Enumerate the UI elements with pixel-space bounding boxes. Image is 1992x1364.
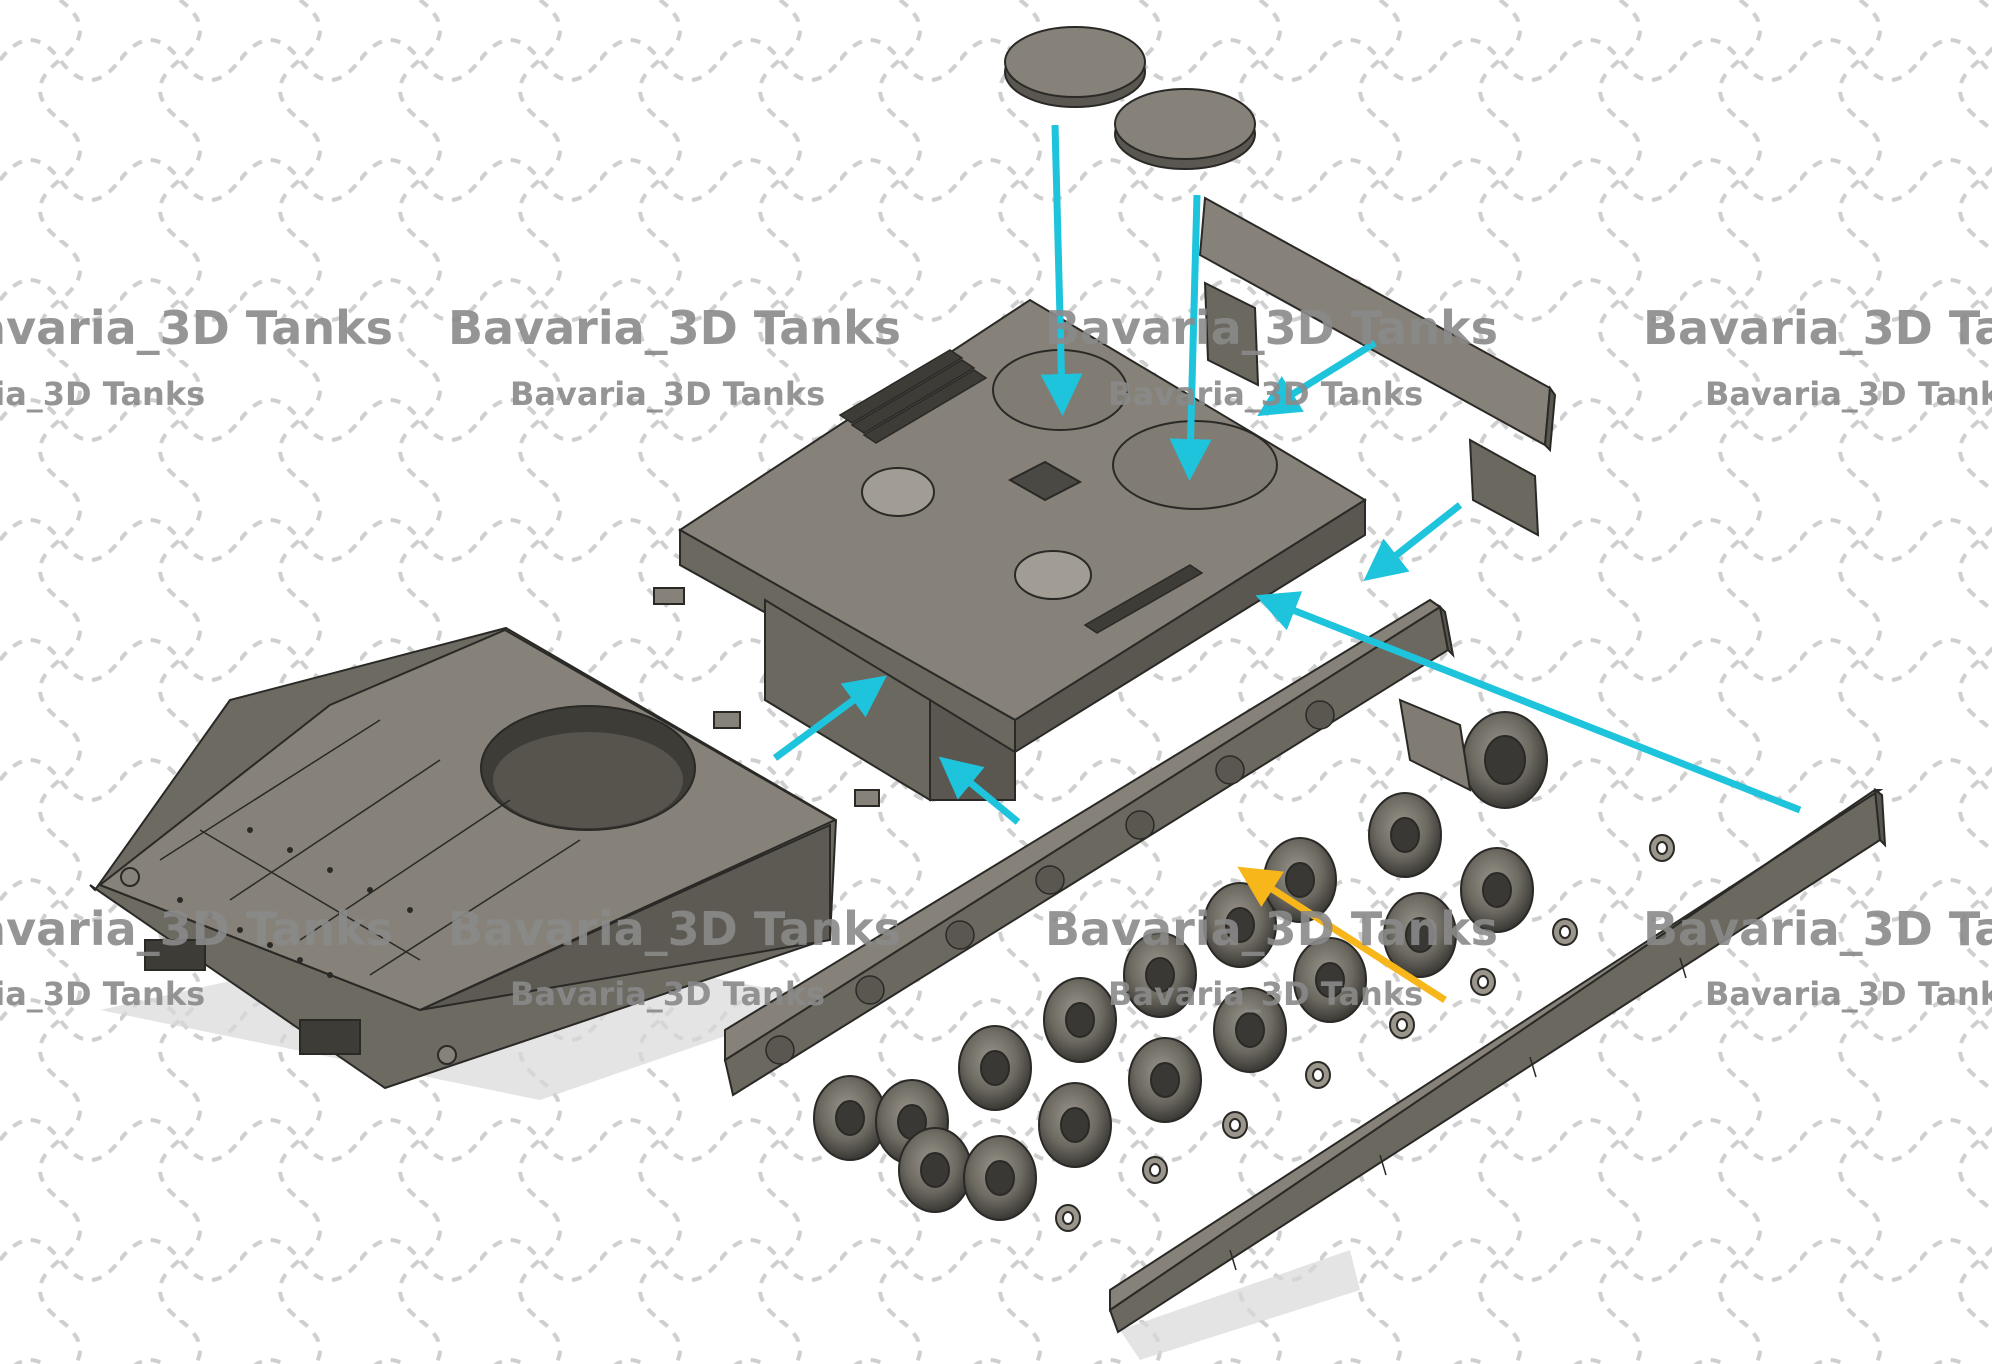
- arrow-icon: [1363, 502, 1463, 581]
- road-wheel: [963, 1135, 1037, 1221]
- washer: [1222, 1111, 1248, 1139]
- watermark-text: Bavaria_3D Tanks: [1108, 375, 1423, 413]
- road-wheel: [1213, 987, 1287, 1073]
- washer: [1389, 1011, 1415, 1039]
- road-wheel: [1043, 977, 1117, 1063]
- hatch-cover-1: [1004, 26, 1146, 108]
- road-wheel: [1128, 1037, 1202, 1123]
- side-skirt-part: [1108, 787, 1887, 1334]
- road-wheel: [1293, 937, 1367, 1023]
- watermark-text: Bavaria_3D Tanks: [1643, 301, 1992, 355]
- washer: [1649, 834, 1675, 862]
- arrow-icon: [938, 756, 1021, 825]
- hatch-cover-2: [1114, 88, 1256, 170]
- watermark-text: Bavaria_3D Tanks: [0, 375, 205, 413]
- arrow-icon: [1169, 194, 1212, 481]
- front-hull-part: [89, 626, 838, 1090]
- watermark-text: Bavaria_3D Tanks: [448, 902, 901, 956]
- arrow-icon: [1255, 591, 1802, 814]
- road-wheel: [1038, 1082, 1112, 1168]
- road-wheel: [1368, 792, 1442, 878]
- watermark-text: Bavaria_3D Tanks: [1045, 301, 1498, 355]
- watermark-text: Bavaria_3D Tanks: [0, 902, 393, 956]
- watermark-text: Bavaria_3D Tanks: [1108, 975, 1423, 1013]
- washer: [1142, 1156, 1168, 1184]
- washer: [1305, 1061, 1331, 1089]
- watermark-text: Bavaria_3D Tanks: [510, 975, 825, 1013]
- washer: [1470, 968, 1496, 996]
- road-wheel: [1383, 892, 1457, 978]
- watermark-text: Bavaria_3D Tanks: [510, 375, 825, 413]
- washers-group: [1055, 834, 1675, 1232]
- arrow-icon: [1040, 124, 1083, 416]
- road-wheel: [813, 1075, 887, 1161]
- washer: [1552, 918, 1578, 946]
- watermark-text: Bavaria_3D Tanks: [1705, 975, 1992, 1013]
- suspension-frame-part: [723, 598, 1455, 1097]
- arrow-icon: [1257, 340, 1377, 417]
- road-wheels-group: [813, 792, 1534, 1221]
- watermark-text: Bavaria_3D Tanks: [448, 301, 901, 355]
- road-wheel: [898, 1127, 972, 1213]
- arrow-icon: [772, 675, 887, 761]
- drive-sprocket-part: [1398, 698, 1548, 809]
- road-wheel: [1123, 932, 1197, 1018]
- road-wheel: [958, 1025, 1032, 1111]
- road-wheel: [1460, 847, 1534, 933]
- watermark-text: Bavaria_3D Tanks: [1045, 902, 1498, 956]
- washer: [1055, 1204, 1081, 1232]
- watermark-text: Bavaria_3D Tanks: [1643, 902, 1992, 956]
- arrow-icon: [1237, 866, 1447, 1003]
- rear-bracket-right: [1468, 438, 1540, 537]
- watermark-text: Bavaria_3D Tanks: [0, 975, 205, 1013]
- rear-plate-part: [1198, 196, 1557, 453]
- watermark-text: Bavaria_3D Tanks: [0, 301, 393, 355]
- watermark-text: Bavaria_3D Tanks: [1705, 375, 1992, 413]
- watermark-layer: Bavaria_3D Tanks Bavaria_3D Tanks Bavari…: [0, 301, 1992, 1013]
- assembly-arrows: [772, 124, 1802, 1003]
